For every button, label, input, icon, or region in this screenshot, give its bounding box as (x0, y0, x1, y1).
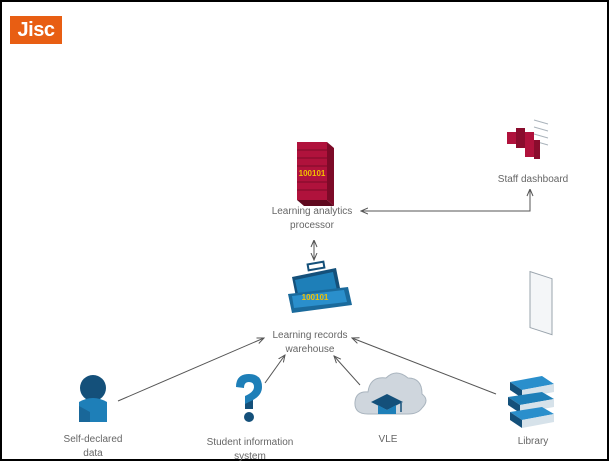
arrow-studentinfo-warehouse (264, 355, 285, 384)
question-mark-icon (236, 374, 262, 422)
arrow-library-warehouse (352, 338, 497, 395)
open-briefcase-icon: 100101 (288, 260, 352, 313)
warehouse-code: 100101 (302, 293, 329, 302)
student-info-label-line-2: system (234, 451, 266, 462)
arrow-vle-warehouse (334, 356, 361, 386)
self-declared-label-line-2: data (83, 448, 103, 459)
vle-label: VLE (378, 434, 398, 445)
jisc-logo: Jisc (10, 16, 62, 44)
processor-label: Learning analytics processor (257, 205, 367, 233)
dashboard-document-icon (507, 119, 553, 336)
connector-arrows (117, 190, 530, 402)
student-info-label: Student information system (190, 436, 310, 464)
processor-label-line-1: Learning analytics (271, 206, 353, 217)
dashboard-label: Staff dashboard (497, 174, 569, 185)
processor-code: 100101 (299, 169, 326, 178)
arrow-selfdeclared-warehouse (117, 338, 264, 402)
arrow-dashboard-processor (361, 190, 530, 211)
self-declared-label-line-1: Self-declared (63, 434, 123, 445)
person-icon (79, 375, 107, 422)
self-declared-label: Self-declared data (48, 433, 138, 461)
warehouse-label: Learning records warehouse (255, 329, 365, 357)
student-info-label-line-1: Student information (206, 437, 294, 448)
book-stack-icon (508, 376, 554, 428)
warehouse-label-line-1: Learning records (272, 330, 348, 341)
architecture-diagram: 100101 100101 (79, 119, 554, 428)
library-label: Library (517, 436, 549, 447)
server-rack-icon: 100101 (297, 142, 334, 206)
processor-label-line-2: processor (290, 220, 334, 231)
cloud-graduation-cap-icon (354, 372, 427, 415)
warehouse-label-line-2: warehouse (285, 344, 335, 355)
